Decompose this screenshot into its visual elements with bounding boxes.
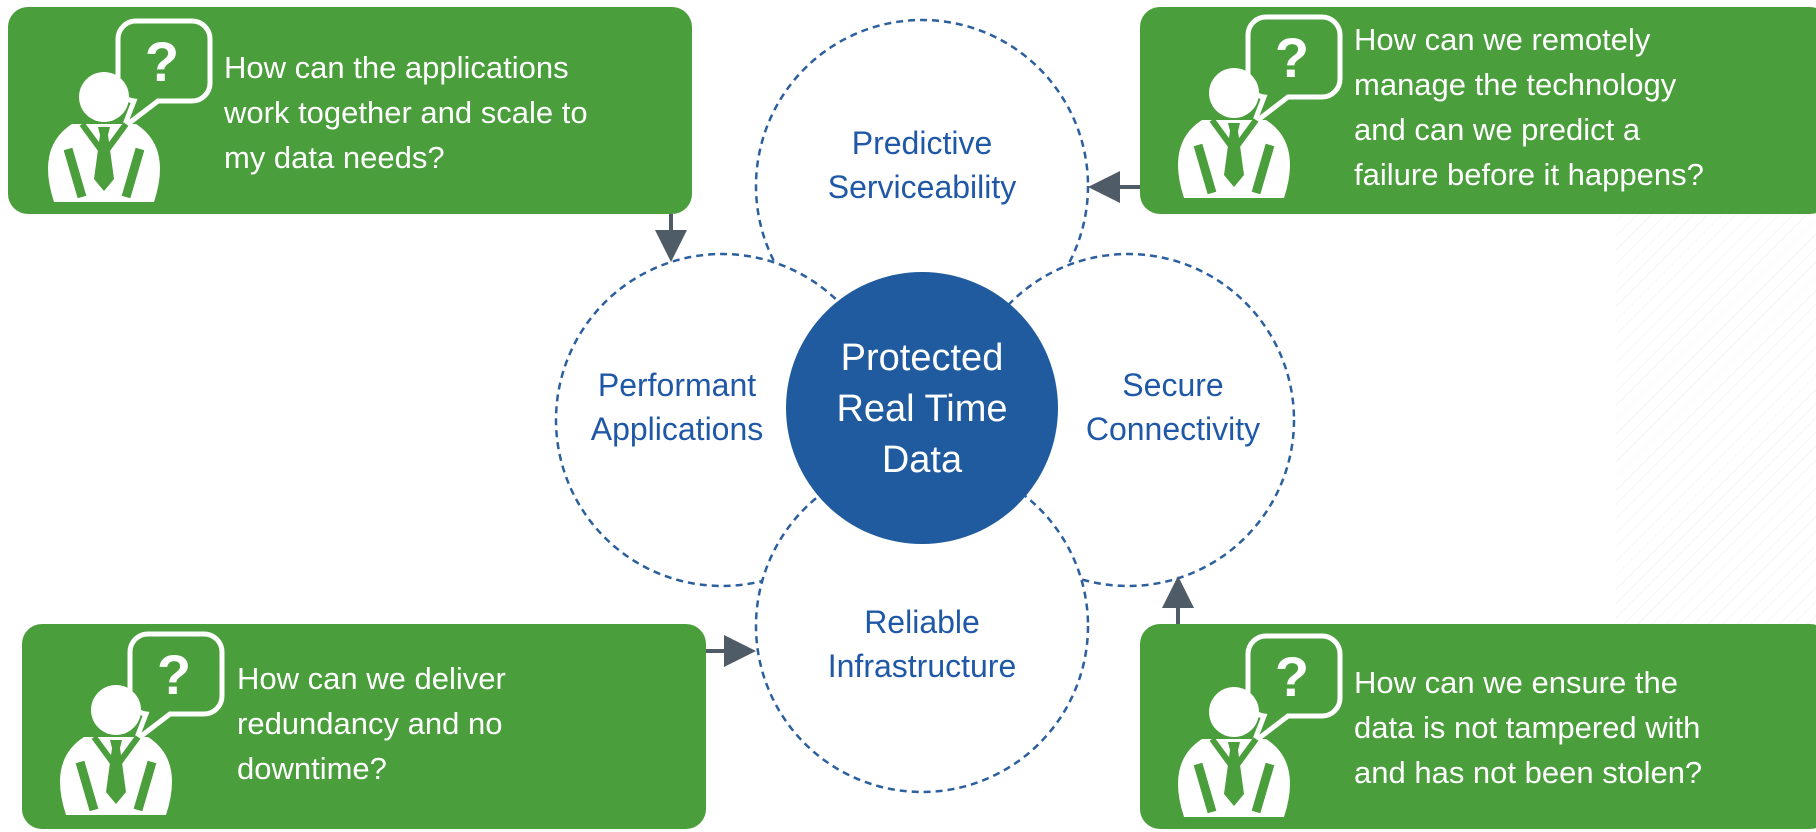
person-with-question-bubble-icon: ? (48, 18, 213, 202)
question-box-top-right: ? How can we remotely manage the technol… (1140, 7, 1816, 214)
question-text-bottom-left: How can we deliver redundancy and no dow… (237, 656, 506, 791)
center-label: Protected Real Time Data (792, 333, 1052, 486)
svg-text:?: ? (145, 30, 179, 93)
question-line: redundancy and no (237, 706, 503, 741)
center-circle (786, 272, 1058, 544)
question-line: How can we deliver (237, 661, 506, 696)
question-line: and can we predict a (1354, 112, 1641, 147)
question-text-bottom-right: How can we ensure the data is not tamper… (1354, 660, 1702, 795)
question-line: work together and scale to (224, 95, 588, 130)
question-box-bottom-right: ? How can we ensure the data is not tamp… (1140, 624, 1816, 829)
question-line: and has not been stolen? (1354, 755, 1703, 790)
petal-left-line-1: Performant (597, 367, 757, 403)
question-line: How can the applications (224, 50, 569, 85)
petal-bottom-label: Reliable Infrastructure (807, 600, 1037, 688)
center-line-3: Data (881, 439, 963, 481)
question-line: manage the technology (1354, 67, 1677, 102)
center-line-1: Protected (840, 337, 1004, 379)
petal-left-label: Performant Applications (562, 363, 792, 451)
person-with-question-bubble-icon: ? (1178, 633, 1343, 817)
petal-bottom-line-1: Reliable (864, 604, 980, 640)
center-line-2: Real Time (836, 388, 1008, 430)
question-line: downtime? (237, 751, 387, 786)
petal-left-line-2: Applications (590, 411, 764, 447)
petal-top-line-2: Serviceability (827, 169, 1017, 205)
petal-bottom-line-2: Infrastructure (827, 648, 1017, 684)
person-with-question-bubble-icon: ? (1178, 14, 1343, 198)
question-line: failure before it happens? (1354, 157, 1704, 192)
question-line: my data needs? (224, 140, 445, 175)
petal-right-label: Secure Connectivity (1058, 363, 1288, 451)
svg-text:?: ? (1275, 26, 1309, 89)
question-box-top-left: ? How can the applications work together… (8, 7, 692, 214)
svg-text:?: ? (1275, 645, 1309, 708)
petal-top-line-1: Predictive (851, 125, 993, 161)
question-box-bottom-left: ? How can we deliver redundancy and no d… (22, 624, 706, 829)
petal-right-line-2: Connectivity (1085, 411, 1261, 447)
question-text-top-left: How can the applications work together a… (224, 45, 588, 180)
svg-text:?: ? (157, 643, 191, 706)
question-line: How can we remotely (1354, 22, 1651, 57)
background-hatch (1616, 180, 1816, 700)
petal-right-line-1: Secure (1122, 367, 1224, 403)
person-with-question-bubble-icon: ? (60, 631, 225, 815)
petal-top-label: Predictive Serviceability (807, 121, 1037, 209)
question-line: How can we ensure the (1354, 665, 1678, 700)
question-line: data is not tampered with (1354, 710, 1701, 745)
question-text-top-right: How can we remotely manage the technolog… (1354, 17, 1704, 197)
